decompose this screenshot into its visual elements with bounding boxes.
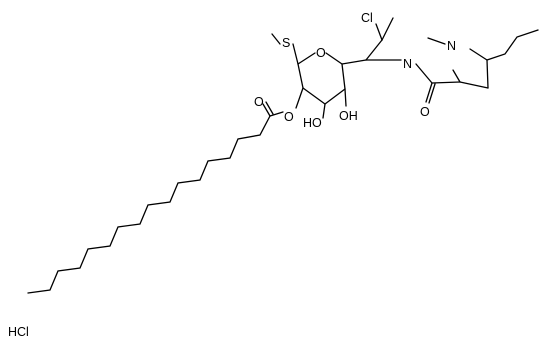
atom-o-carbonyl-ester: O xyxy=(254,95,264,109)
atom-labels: Cl N N O S O O O HO OH xyxy=(254,11,456,130)
atom-o-amide: O xyxy=(420,105,430,119)
atom-o-ring: O xyxy=(316,46,326,60)
atom-n-ring: N xyxy=(447,39,456,53)
atom-cl: Cl xyxy=(361,11,373,25)
atom-o-ester: O xyxy=(284,110,294,124)
atom-n-amide: N xyxy=(403,57,412,71)
atom-s: S xyxy=(282,36,290,50)
bond-skeleton xyxy=(27,17,539,294)
atom-oh-right: OH xyxy=(339,109,358,123)
atom-oh-left: HO xyxy=(303,116,322,130)
salt-label: HCl xyxy=(8,325,29,339)
